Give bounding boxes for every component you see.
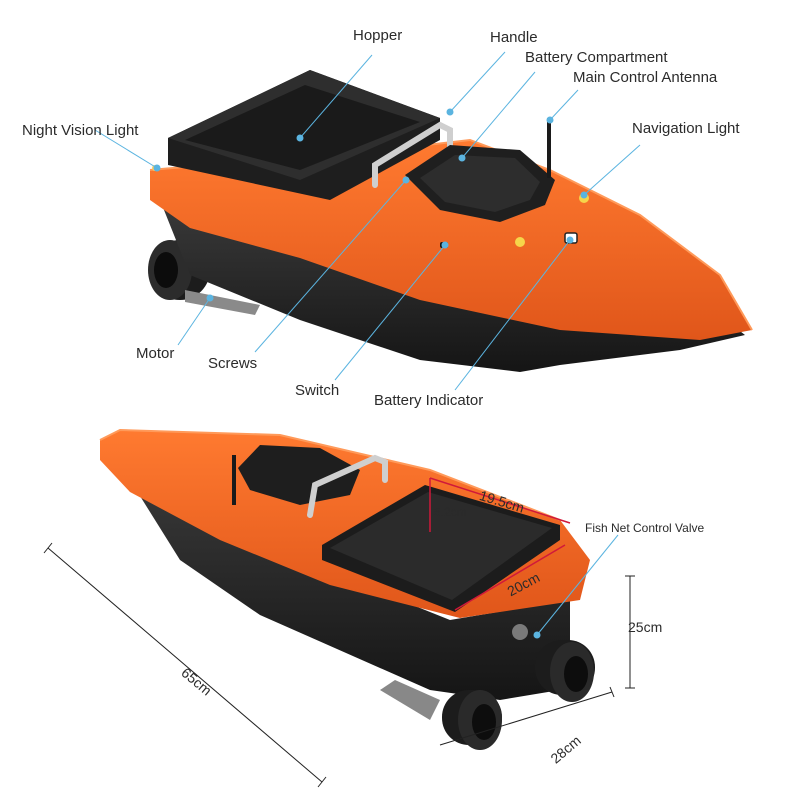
label-hopper: Hopper <box>353 27 403 44</box>
label-switch: Switch <box>295 382 340 399</box>
dimension-lines <box>43 542 635 788</box>
label-motor: Motor <box>136 345 175 362</box>
label-main-control-antenna: Main Control Antenna <box>573 69 718 86</box>
bottom-hopper <box>322 485 560 612</box>
label-battery-indicator: Battery Indicator <box>374 392 484 409</box>
label-hopper-depth: 5.2cm <box>434 505 467 519</box>
label-screws: Screws <box>208 355 258 372</box>
label-navigation-light: Navigation Light <box>632 120 740 137</box>
hopper-measure-lines <box>429 477 571 611</box>
bottom-boat <box>99 428 595 750</box>
callout-lines <box>94 51 641 639</box>
label-night-vision-light: Night Vision Light <box>22 122 139 139</box>
label-fish-net-control-valve: Fish Net Control Valve <box>585 521 705 535</box>
top-boat <box>148 70 753 372</box>
label-boat-height: 25cm <box>628 619 663 635</box>
bottom-handle <box>307 454 388 518</box>
top-handle <box>372 121 453 188</box>
label-handle: Handle <box>490 29 538 46</box>
bottom-motors <box>380 624 595 750</box>
label-battery-compartment: Battery Compartment <box>525 49 668 66</box>
